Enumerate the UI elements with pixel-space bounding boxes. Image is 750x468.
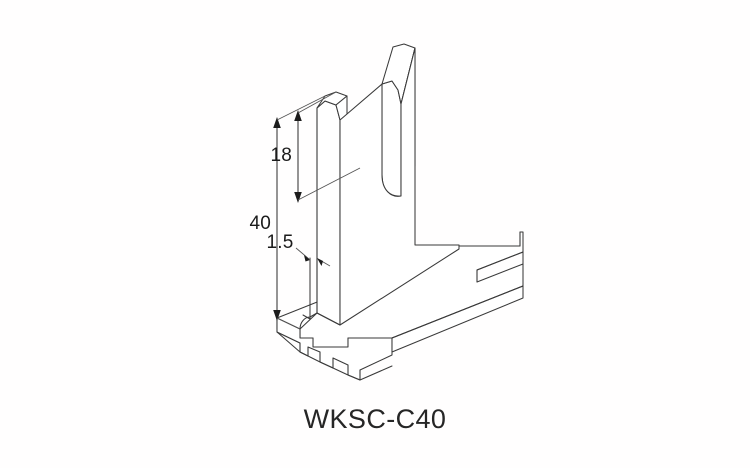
dimension-40: 40 (249, 95, 326, 330)
dim-18-ext-top (297, 91, 337, 114)
dim-1p5-leader-left (295, 247, 310, 260)
dim-1p5-text: 1.5 (266, 232, 293, 253)
dim-40-arrow-top (273, 117, 281, 128)
base-plate-front-bottom-edge (276, 331, 393, 381)
dim-18-arrow-top (294, 110, 302, 121)
dimension-18: 18 (270, 91, 361, 203)
upright-right-surface (339, 47, 460, 326)
upright-fork-plate (299, 43, 460, 330)
base-plate-rear-fold (391, 285, 524, 339)
upright-front-face (316, 100, 341, 326)
dim-40-ext-top (276, 95, 326, 121)
dim-40-text: 40 (249, 213, 271, 234)
upright-base-fillet (299, 312, 318, 330)
right-prong-front-face (381, 80, 402, 197)
base-plate-right-step (476, 231, 524, 283)
dimension-1p5: 1.5 (266, 232, 331, 267)
base-plate-notch-lines (299, 342, 361, 381)
dim-18-text: 18 (270, 145, 292, 166)
dim-18-leader-bottom (297, 167, 361, 201)
dim-18-arrow-bottom (294, 192, 302, 203)
dim-1p5-arrow-left (304, 255, 310, 262)
dim-40-ext-bottom (276, 317, 301, 330)
part-number-label: WKSC-C40 (303, 404, 447, 434)
dim-1p5-arrow-right (317, 258, 323, 266)
upright-base-junction (299, 312, 341, 330)
base-plate-notch-inner (457, 245, 524, 271)
dim-40-arrow-bottom (273, 310, 281, 321)
